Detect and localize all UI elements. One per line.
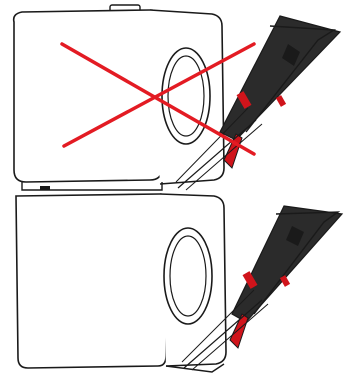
- lower-cabinet-front: [16, 194, 166, 368]
- upper-foot: [40, 186, 50, 190]
- lower-hinge-arm: [230, 314, 248, 348]
- upper-cabinet-front: [14, 10, 162, 182]
- lower-appliance: [16, 194, 342, 372]
- lower-bracket-panel: [232, 206, 342, 322]
- upper-bracket-panel: [220, 16, 340, 140]
- upper-appliance: [14, 5, 340, 190]
